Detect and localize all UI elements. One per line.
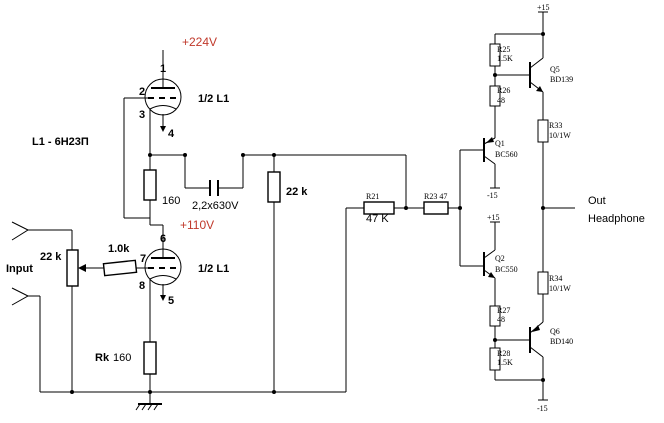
out-label-1: Out: [588, 195, 606, 207]
r27-value: 48: [497, 315, 505, 324]
q2-name: Q2: [495, 254, 505, 263]
transistor-q5: [495, 34, 544, 118]
vminus-bottom: -15: [537, 404, 548, 413]
q6-type: BD140: [550, 337, 573, 346]
input-label: Input: [6, 263, 33, 275]
q5-name: Q5: [550, 65, 560, 74]
resistor-160-label: 160: [162, 195, 180, 207]
pin-8: 8: [139, 280, 145, 292]
r25-name: R25: [497, 45, 510, 54]
rk-name: Rk: [95, 352, 110, 364]
out-label-2: Headphone: [588, 213, 645, 225]
r33-name: R33: [549, 121, 562, 130]
grid-resistor: [102, 259, 138, 277]
lower-triode-label: 1/2 L1: [198, 263, 229, 275]
pin-5: 5: [168, 295, 174, 307]
r34-value: 10/1W: [549, 284, 571, 293]
upper-triode-label: 1/2 L1: [198, 93, 229, 105]
transistor-q2: [460, 222, 496, 279]
lower-supply: +110V: [180, 218, 214, 232]
q2-emitter-rail: +15: [487, 213, 500, 222]
r25-value: 1.5K: [497, 54, 513, 63]
pin-4: 4: [168, 128, 175, 140]
pin-6: 6: [160, 233, 166, 245]
r21-name: R21: [366, 192, 379, 201]
q2-type: BC550: [495, 265, 518, 274]
resistor-160-upper: [143, 169, 157, 201]
rk-value: 160: [113, 352, 131, 364]
q6-name: Q6: [550, 327, 560, 336]
q1-type: BC560: [495, 150, 518, 159]
lower-triode: [144, 224, 182, 301]
r33-value: 10/1W: [549, 131, 571, 140]
upper-triode: [124, 50, 182, 132]
r28-value: 1.5K: [497, 358, 513, 367]
resistor-rk: [143, 341, 157, 375]
transistor-q1: [460, 137, 496, 188]
q1-name: Q1: [495, 139, 505, 148]
resistor-22k-label: 22 k: [286, 186, 308, 198]
upper-supply: +224V: [182, 35, 217, 49]
potentiometer: [66, 249, 86, 392]
vplus-top: +15: [537, 3, 550, 12]
pin-2: 2: [139, 86, 145, 98]
resistor-r23: [423, 201, 449, 215]
input-jack: [11, 221, 73, 392]
resistor-r33: [537, 119, 549, 143]
r23-label: R23 47: [424, 192, 447, 201]
tube-type-label: L1 - 6Н23П: [32, 136, 89, 148]
q5-type: BD139: [550, 75, 573, 84]
q1-emitter-rail: -15: [487, 191, 498, 200]
r21-value: 47 K: [366, 213, 389, 225]
r28-name: R28: [497, 349, 510, 358]
r26-value: 48: [497, 96, 505, 105]
ground-symbol: [135, 392, 162, 411]
pin-1: 1: [160, 63, 166, 75]
grid-resistor-label: 1.0k: [108, 243, 130, 255]
r26-name: R26: [497, 86, 510, 95]
r34-name: R34: [549, 274, 562, 283]
pin-3: 3: [139, 109, 145, 121]
pot-label: 22 k: [40, 251, 62, 263]
capacitor-label: 2,2x630V: [192, 200, 239, 212]
resistor-22k: [267, 171, 281, 203]
resistor-r34: [537, 271, 549, 295]
r27-name: R27: [497, 306, 510, 315]
transistor-q6: [495, 321, 544, 380]
pin-7: 7: [140, 253, 146, 265]
